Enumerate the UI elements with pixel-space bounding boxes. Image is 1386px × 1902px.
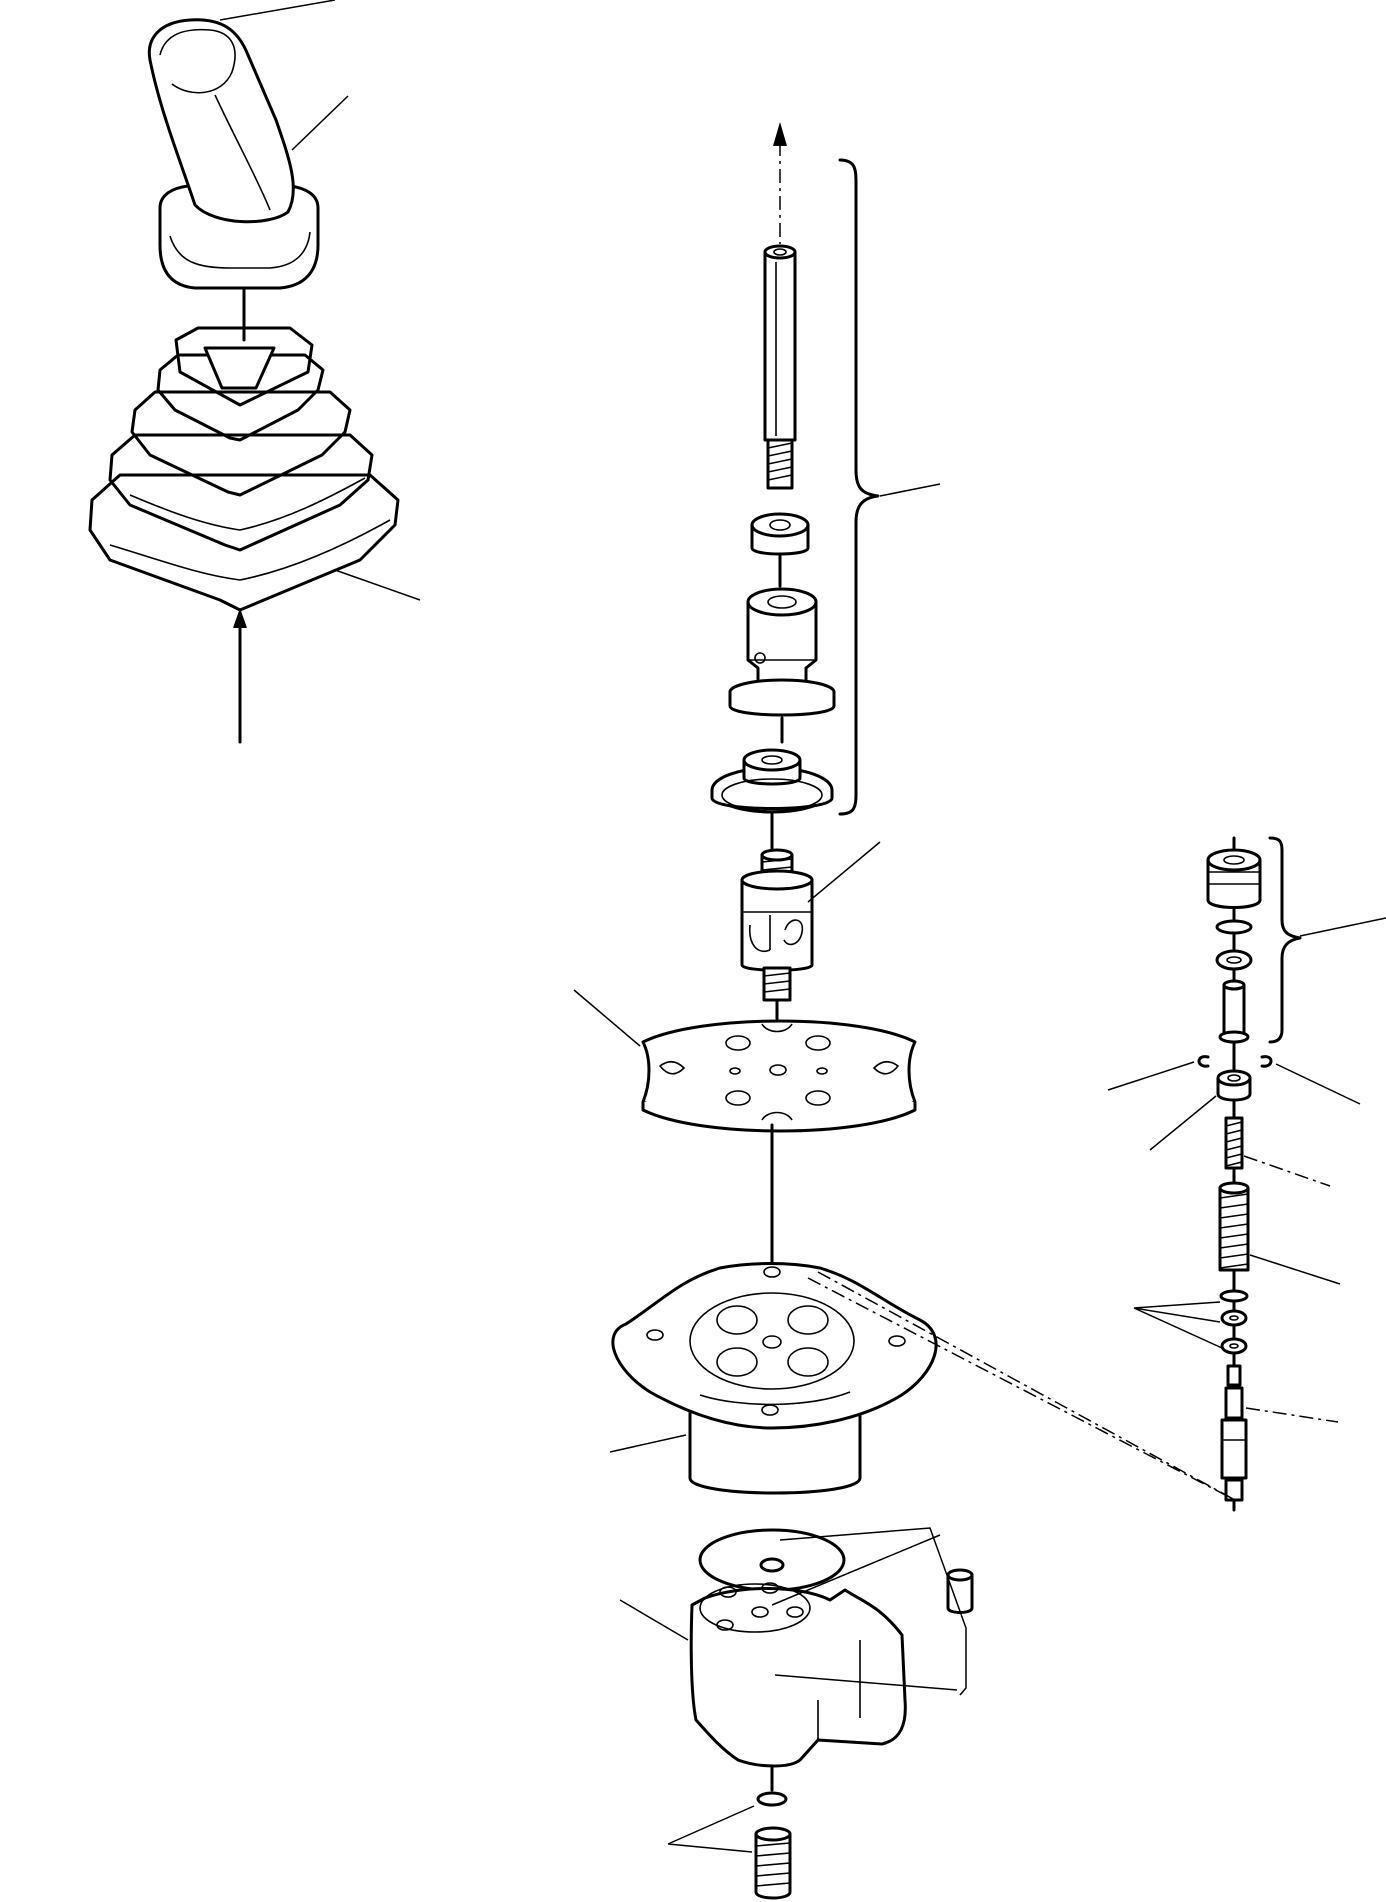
plug (754, 1791, 792, 1900)
guide-bushing (728, 587, 836, 717)
gasket (698, 1528, 846, 1592)
adjusting-nut (750, 512, 810, 556)
arrow-boot-head (233, 608, 247, 628)
valve-assembly (1206, 848, 1262, 1044)
leader-knob-side (291, 95, 349, 151)
retainer-clips (1197, 1055, 1273, 1068)
leader-plug (667, 1805, 755, 1853)
leader-knob-top (219, 0, 336, 21)
lever-knob (147, 18, 320, 290)
universal-joint (740, 848, 814, 1002)
upper-assembly-bracket (838, 158, 880, 816)
body-flange (611, 1262, 938, 1495)
push-rod (763, 244, 797, 490)
washers (1219, 1289, 1249, 1355)
leader-plate (573, 989, 641, 1047)
leader-spring-seat (1149, 1095, 1217, 1151)
leader-lower-housing (619, 1599, 689, 1641)
leader-inner-spring (1243, 1155, 1331, 1187)
plate (641, 1019, 917, 1133)
leader-outer-spring (1249, 1254, 1341, 1285)
dust-boot (88, 326, 400, 612)
leader-clip-left (1107, 1061, 1195, 1091)
leader-gasket-bracket (771, 1527, 967, 1696)
leader-boot (334, 569, 421, 601)
spring-seat (1216, 1069, 1252, 1102)
inner-spring (1224, 1116, 1244, 1170)
valve-to-body-link (807, 1271, 1236, 1501)
lower-housing (689, 1582, 907, 1768)
leader-valve-assembly (1299, 917, 1386, 937)
leader-body-flange (609, 1434, 687, 1453)
leader-spool (1245, 1407, 1339, 1423)
spool (1220, 1364, 1248, 1502)
leader-washers (1133, 1301, 1223, 1349)
center-arrow-head (773, 122, 787, 146)
disc-cap (710, 748, 834, 814)
outer-spring (1218, 1181, 1250, 1272)
leader-clip-right (1275, 1063, 1361, 1105)
valve-assembly-bracket (1268, 836, 1302, 1044)
leader-upper-assembly (879, 483, 941, 497)
leader-universal-joint (807, 841, 881, 903)
dowel-pin (946, 1568, 974, 1614)
